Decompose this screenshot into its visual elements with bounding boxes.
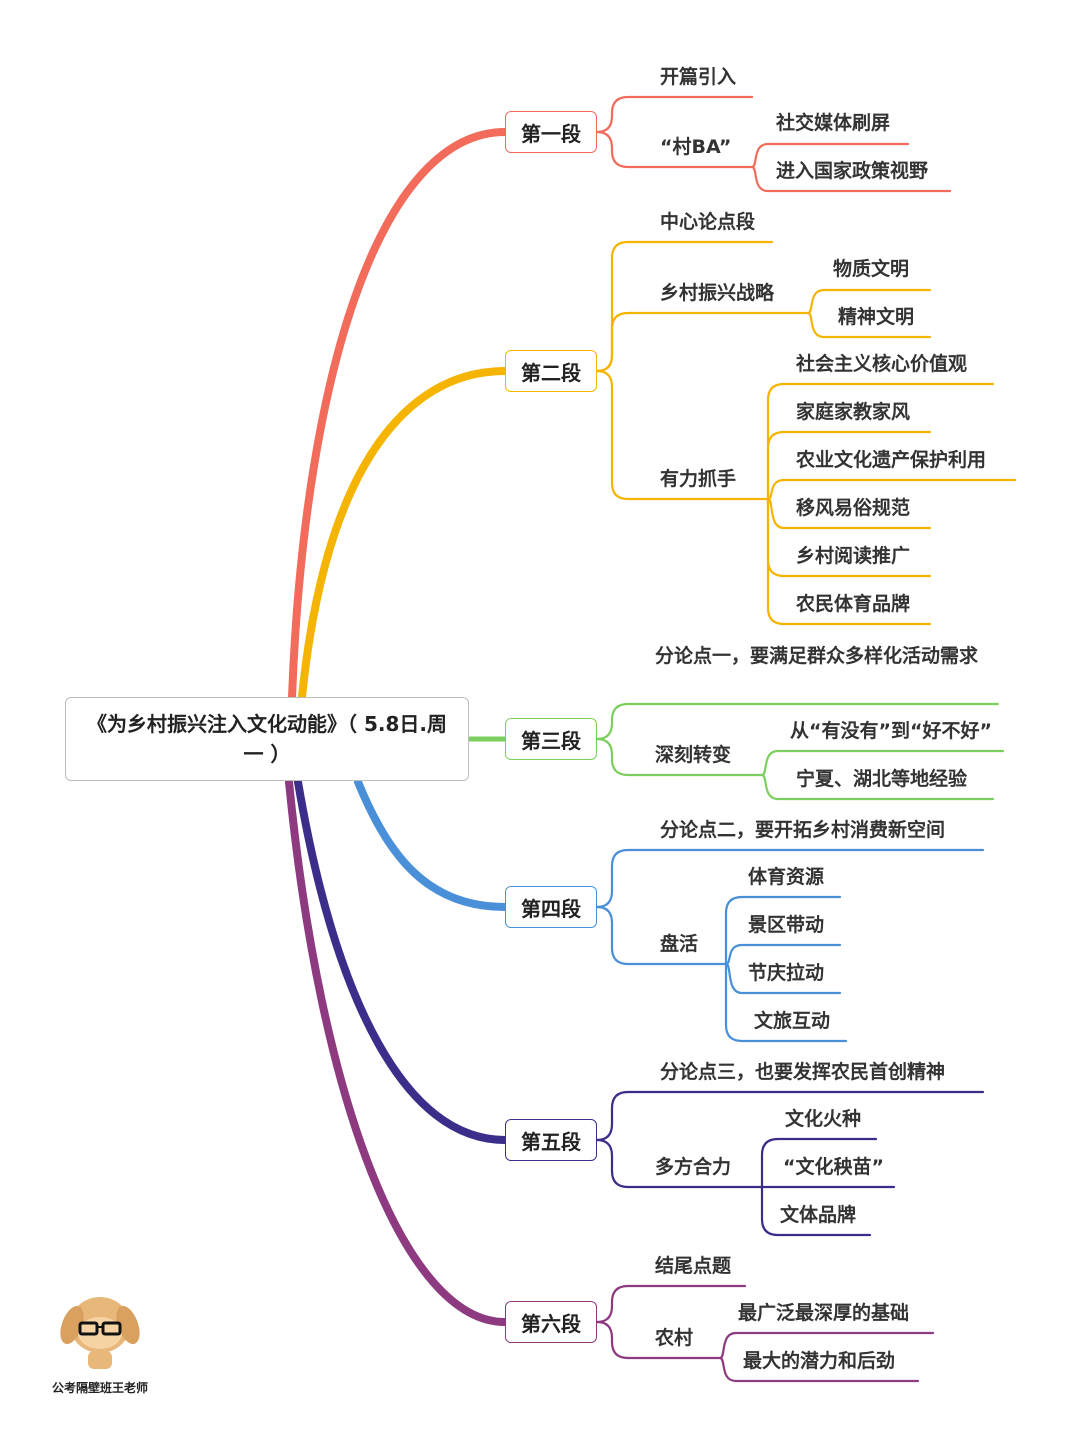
topic-node[interactable]: 农业文化遗产保护利用 [796, 449, 987, 471]
section-node[interactable]: 第六段 [505, 1301, 597, 1343]
topic-node[interactable]: 乡村振兴战略 [660, 282, 775, 304]
topic-node[interactable]: 文体品牌 [780, 1204, 857, 1226]
subbranch-connector [760, 749, 1005, 777]
topic-node[interactable]: 文化火种 [785, 1108, 862, 1130]
subbranch-connector [718, 1331, 935, 1360]
subbranch-connector [750, 142, 910, 169]
subbranch-connector [760, 1137, 878, 1189]
topic-node[interactable]: 最大的潜力和后劲 [743, 1350, 896, 1372]
subbranch-connector [766, 497, 932, 530]
main-branch [354, 778, 509, 911]
section-node[interactable]: 第一段 [505, 111, 597, 153]
section-label: 第六段 [521, 1311, 581, 1336]
dog-mascot-icon [60, 1297, 140, 1369]
branch-connector [595, 905, 728, 966]
topic-node[interactable]: 分论点一，要满足群众多样化活动需求 [655, 645, 979, 667]
root-title: 《为乡村振兴注入文化动能》（ 5.8日.周一 ） [87, 712, 447, 766]
subbranch-connector [724, 962, 842, 995]
subbranch-connector [760, 773, 995, 801]
subbranch-connector [724, 895, 842, 966]
branch-connector [595, 848, 985, 909]
subbranch-connector [806, 288, 932, 315]
topic-node[interactable]: 开篇引入 [660, 66, 737, 88]
root-topic[interactable]: 《为乡村振兴注入文化动能》（ 5.8日.周一 ） [65, 697, 469, 781]
topic-node[interactable]: 中心论点段 [660, 211, 756, 233]
topic-node[interactable]: 有力抓手 [660, 468, 737, 490]
section-label: 第四段 [521, 896, 581, 921]
watermark: 公考隔壁班王老师 [40, 1285, 160, 1396]
main-branch [298, 367, 509, 701]
section-node[interactable]: 第四段 [505, 886, 597, 928]
branch-connector [595, 1320, 722, 1360]
subbranch-connector [718, 1356, 920, 1383]
subbranch-connector [806, 311, 932, 339]
branch-connector [595, 702, 1000, 741]
branch-connector [595, 1284, 747, 1324]
section-node[interactable]: 第三段 [505, 718, 597, 760]
topic-node[interactable]: 多方合力 [655, 1156, 732, 1178]
branch-connector [595, 130, 754, 169]
watermark-text: 公考隔壁班王老师 [51, 1381, 148, 1395]
branch-connector [595, 737, 764, 777]
main-branch [285, 778, 509, 1326]
branch-connector [595, 1090, 985, 1142]
topic-node[interactable]: 景区带动 [748, 914, 825, 936]
topic-node[interactable]: 家庭家教家风 [796, 401, 911, 423]
main-branch [294, 778, 509, 1144]
topic-node[interactable]: 分论点三，也要发挥农民首创精神 [660, 1061, 946, 1083]
subbranch-connector [724, 962, 848, 1043]
section-node[interactable]: 第五段 [505, 1119, 597, 1161]
topic-node[interactable]: 分论点二，要开拓乡村消费新空间 [660, 819, 946, 841]
topic-node[interactable]: 社交媒体刷屏 [776, 112, 891, 134]
topic-node[interactable]: 社会主义核心价值观 [796, 353, 968, 375]
subbranch-connector [766, 497, 932, 626]
branch-connector [595, 95, 754, 134]
section-label: 第一段 [521, 121, 581, 146]
topic-node[interactable]: 节庆拉动 [748, 962, 825, 984]
topic-node[interactable]: 乡村阅读推广 [796, 545, 911, 567]
topic-node[interactable]: 结尾点题 [655, 1255, 732, 1277]
topic-node[interactable]: 文旅互动 [754, 1010, 831, 1032]
section-label: 第五段 [521, 1129, 581, 1154]
subbranch-connector [750, 165, 952, 193]
subbranch-connector [766, 430, 932, 501]
branch-connector [595, 1138, 764, 1189]
topic-node[interactable]: 精神文明 [838, 306, 915, 328]
section-node[interactable]: 第二段 [505, 350, 597, 392]
section-label: 第三段 [521, 728, 581, 753]
subbranch-connector [760, 1185, 872, 1237]
topic-node[interactable]: 最广泛最深厚的基础 [738, 1302, 910, 1324]
topic-node[interactable]: 物质文明 [833, 258, 910, 280]
topic-node[interactable]: 盘活 [660, 933, 699, 955]
main-branch [288, 128, 509, 701]
branch-connector [595, 311, 810, 373]
topic-node[interactable]: “村BA” [660, 136, 732, 158]
section-label: 第二段 [521, 360, 581, 385]
topic-node[interactable]: 宁夏、湖北等地经验 [796, 768, 968, 790]
topic-node[interactable]: 深刻转变 [655, 744, 732, 766]
topic-node[interactable]: 农村 [655, 1327, 694, 1349]
topic-node[interactable]: 农民体育品牌 [796, 593, 911, 615]
branch-connector [595, 369, 770, 501]
topic-node[interactable]: 进入国家政策视野 [776, 160, 929, 182]
topic-node[interactable]: 移风易俗规范 [796, 497, 911, 519]
topic-node[interactable]: 体育资源 [748, 866, 825, 888]
topic-node[interactable]: “文化秧苗” [783, 1156, 884, 1178]
topic-node[interactable]: 从“有没有”到“好不好” [790, 720, 992, 742]
